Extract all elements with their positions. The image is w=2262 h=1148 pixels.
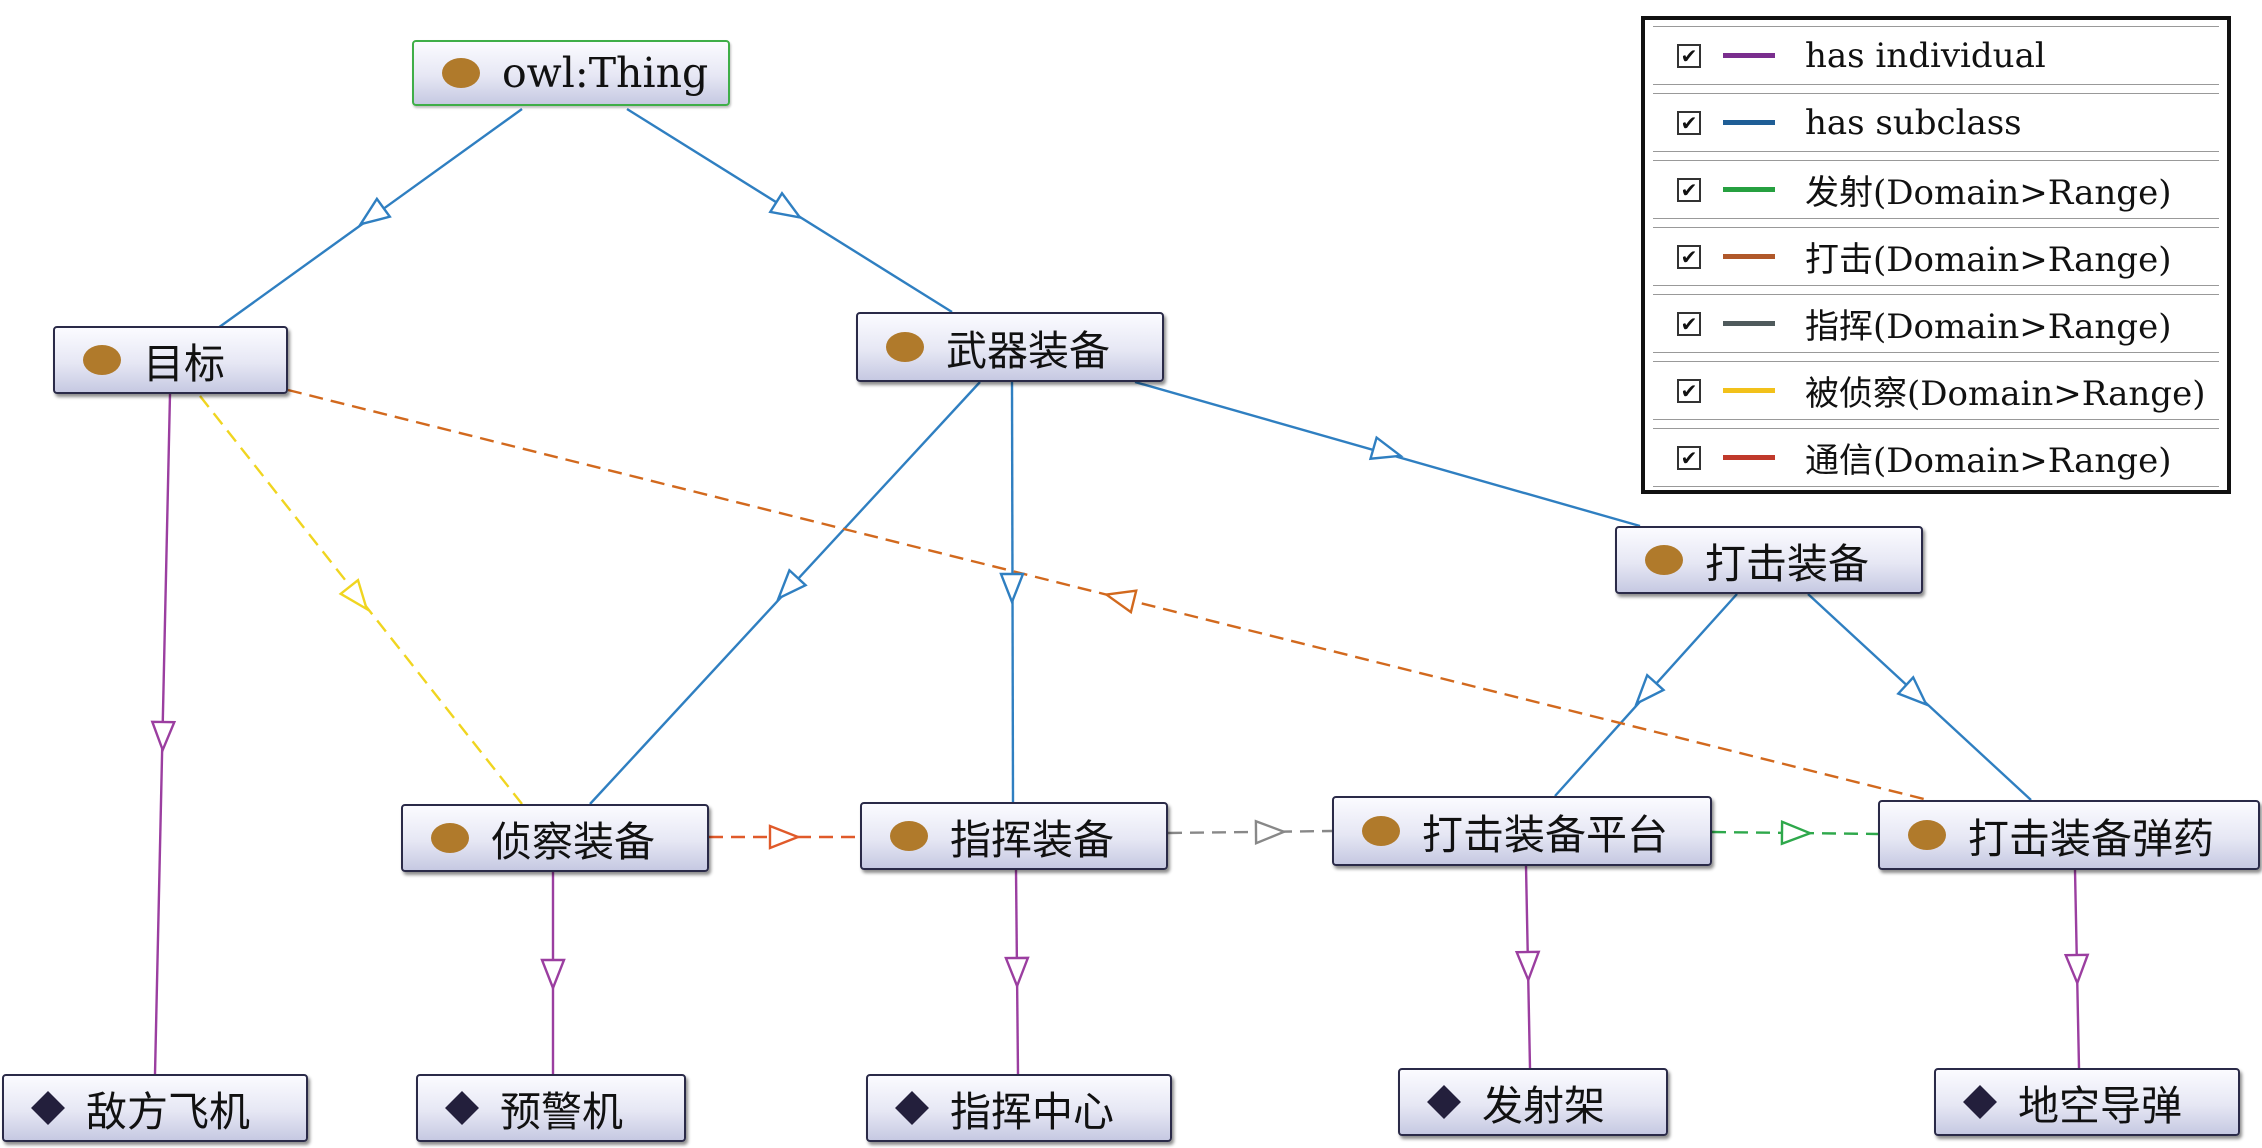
node-label: 打击装备平台 [1422, 811, 1668, 859]
class-icon [1645, 545, 1683, 575]
edge-arrowhead [540, 958, 566, 992]
edge-line [1167, 829, 1333, 835]
edge-arrowhead [776, 568, 808, 601]
node-daji[interactable]: 打击装备 [1615, 526, 1923, 594]
class-icon [1908, 820, 1946, 850]
node-daji-pingtai[interactable]: 打击装备平台 [1332, 796, 1712, 866]
individual-dikong[interactable]: 地空导弹 [1934, 1068, 2240, 1136]
legend-checkbox[interactable]: ✔ [1677, 378, 1701, 403]
individual-yujing[interactable]: 预警机 [416, 1074, 686, 1142]
edge-arrowhead [357, 196, 392, 227]
legend-label: 打击(Domain>Range) [1805, 240, 2172, 280]
legend-row[interactable]: ✔ 打击(Domain>Range) [1653, 227, 2219, 286]
node-label: 指挥装备 [950, 816, 1114, 864]
legend-color-swatch [1723, 254, 1775, 259]
individual-icon [1963, 1085, 1997, 1119]
node-label: 侦察装备 [491, 818, 655, 866]
individual-difang[interactable]: 敌方飞机 [2, 1074, 308, 1142]
individual-label: 发射架 [1482, 1082, 1605, 1130]
legend-label: has individual [1805, 35, 2046, 76]
edge-arrowhead [768, 191, 803, 220]
legend-label: 指挥(Domain>Range) [1805, 307, 2172, 347]
legend-color-swatch [1723, 455, 1775, 460]
legend-checkbox[interactable]: ✔ [1677, 110, 1701, 135]
legend-checkbox[interactable]: ✔ [1677, 311, 1701, 336]
legend-checkbox[interactable]: ✔ [1677, 177, 1701, 202]
edge-arrowhead [1634, 673, 1666, 706]
legend-checkbox[interactable]: ✔ [1677, 43, 1701, 68]
edge-arrowhead [1368, 435, 1404, 461]
legend-row[interactable]: ✔ has individual [1653, 26, 2219, 85]
individual-icon [31, 1091, 65, 1125]
class-icon [1362, 816, 1400, 846]
node-label: 打击装备 [1705, 540, 1869, 588]
legend-color-swatch [1723, 53, 1775, 58]
class-icon [890, 821, 928, 851]
edge-arrowhead [768, 824, 802, 850]
legend-row[interactable]: ✔ 指挥(Domain>Range) [1653, 294, 2219, 353]
node-owl-thing[interactable]: owl:Thing [412, 40, 730, 106]
edge-arrowhead [150, 720, 177, 754]
legend-row[interactable]: ✔ has subclass [1653, 93, 2219, 152]
edge-arrowhead [1896, 675, 1929, 707]
legend-label: 被侦察(Domain>Range) [1805, 374, 2206, 414]
individual-label: 指挥中心 [950, 1088, 1114, 1136]
legend-label: 发射(Domain>Range) [1805, 173, 2172, 213]
individual-zhihui-zhongxin[interactable]: 指挥中心 [866, 1074, 1172, 1142]
class-icon [442, 58, 480, 88]
individual-label: 地空导弹 [2018, 1082, 2182, 1130]
class-icon [886, 332, 924, 362]
legend-color-swatch [1723, 321, 1775, 326]
individual-label: 敌方飞机 [86, 1088, 250, 1136]
legend-checkbox[interactable]: ✔ [1677, 244, 1701, 269]
legend-checkbox[interactable]: ✔ [1677, 445, 1701, 470]
edge-line [1711, 830, 1879, 836]
edge-arrowhead [338, 578, 369, 612]
edge-arrowhead [1103, 589, 1138, 615]
node-label: 武器装备 [946, 327, 1110, 375]
node-wuqi[interactable]: 武器装备 [856, 312, 1164, 382]
node-daji-danyao[interactable]: 打击装备弹药 [1878, 800, 2260, 870]
node-label: owl:Thing [502, 49, 709, 97]
node-label: 目标 [143, 340, 225, 388]
individual-icon [445, 1091, 479, 1125]
node-zhihui[interactable]: 指挥装备 [860, 802, 1168, 870]
node-zhencha[interactable]: 侦察装备 [401, 804, 709, 872]
legend-row[interactable]: ✔ 被侦察(Domain>Range) [1653, 361, 2219, 420]
legend-row[interactable]: ✔ 通信(Domain>Range) [1653, 428, 2219, 487]
legend-label: has subclass [1805, 102, 2022, 143]
class-icon [83, 345, 121, 375]
legend-color-swatch [1723, 120, 1775, 125]
node-mubiao[interactable]: 目标 [53, 326, 288, 394]
edge-arrowhead [1004, 956, 1030, 990]
node-label: 打击装备弹药 [1968, 815, 2214, 863]
legend-row[interactable]: ✔ 发射(Domain>Range) [1653, 160, 2219, 219]
legend-panel: ✔ has individual ✔ has subclass ✔ 发射(Domain>R… [1641, 16, 2231, 494]
individual-icon [895, 1091, 929, 1125]
edge-arrowhead [999, 572, 1025, 606]
class-icon [431, 823, 469, 853]
edge-arrowhead [2063, 953, 2090, 987]
individual-fasheja[interactable]: 发射架 [1398, 1068, 1668, 1136]
edge-arrowhead [1254, 819, 1288, 845]
edge-arrowhead [1780, 820, 1814, 846]
edge-arrowhead [1514, 950, 1541, 984]
individual-icon [1427, 1085, 1461, 1119]
individual-label: 预警机 [500, 1088, 623, 1136]
legend-color-swatch [1723, 187, 1775, 192]
legend-color-swatch [1723, 388, 1775, 393]
legend-label: 通信(Domain>Range) [1805, 441, 2172, 481]
